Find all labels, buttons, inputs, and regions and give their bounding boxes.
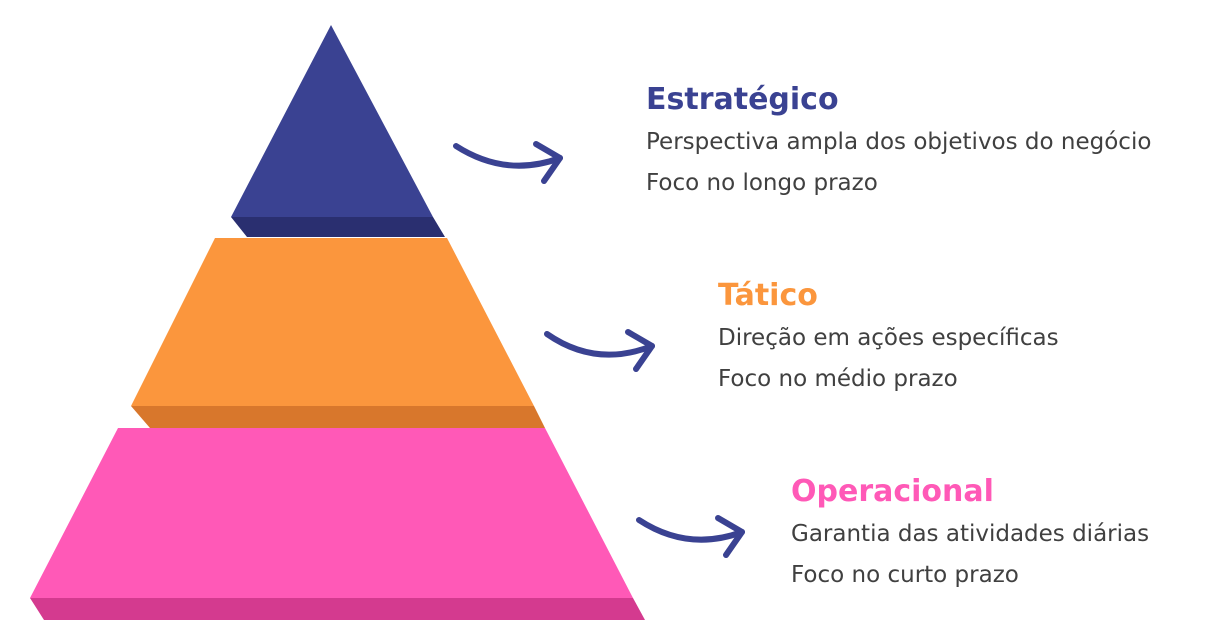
arrow-tactical-icon xyxy=(544,329,655,372)
level-strategic: Estratégico Perspectiva ampla dos objeti… xyxy=(646,82,1151,204)
level-operational-title: Operacional xyxy=(791,474,994,509)
arrow-operational-icon xyxy=(636,515,745,558)
level-strategic-line: Perspectiva ampla dos objetivos do negóc… xyxy=(646,129,1152,155)
level-tactical: Tático Direção em ações específicas Foco… xyxy=(718,278,1059,400)
arrow-strategic-icon xyxy=(453,141,563,184)
pyramid-tier-operational xyxy=(30,428,633,598)
level-operational-line: Foco no curto prazo xyxy=(791,562,1019,588)
level-tactical-line: Foco no médio prazo xyxy=(718,366,958,392)
pyramid-tier-tactical-shadow xyxy=(131,406,545,428)
level-operational-line: Garantia das atividades diárias xyxy=(791,521,1150,547)
pyramid-tier-tactical xyxy=(131,238,534,406)
level-operational: Operacional Garantia das atividades diár… xyxy=(791,474,1149,596)
level-strategic-line: Foco no longo prazo xyxy=(646,170,878,196)
pyramid-tier-operational-shadow xyxy=(30,598,645,620)
pyramid-tier-strategic xyxy=(231,25,433,217)
level-tactical-title: Tático xyxy=(718,278,818,313)
level-strategic-title: Estratégico xyxy=(646,82,839,117)
level-tactical-line: Direção em ações específicas xyxy=(718,325,1059,351)
pyramid-tier-strategic-shadow xyxy=(231,217,445,237)
